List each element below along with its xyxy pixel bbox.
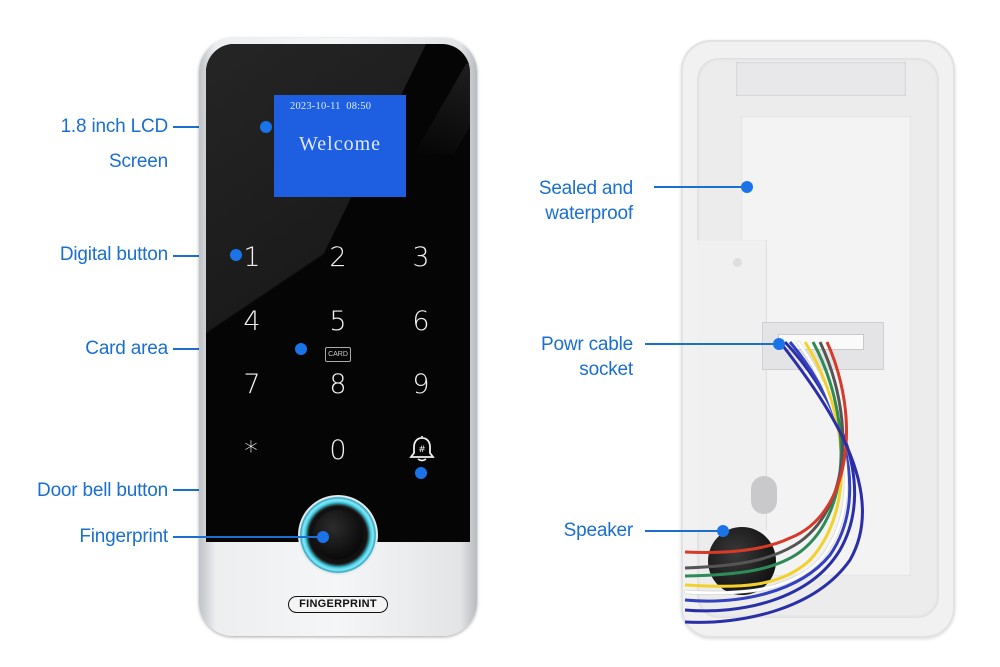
- doorbell-hash-key[interactable]: #: [408, 434, 436, 464]
- lcd-welcome-message: Welcome: [298, 133, 382, 155]
- back-top-clip: [736, 62, 906, 96]
- lcd-datetime: 2023-10-11 08:50: [290, 101, 372, 112]
- key-9[interactable]: 9: [412, 369, 430, 400]
- callout-lcd-line2: Screen: [108, 151, 168, 172]
- key-2[interactable]: 2: [329, 242, 347, 273]
- callout-power-socket-leader: [645, 343, 778, 345]
- callout-fingerprint: Fingerprint: [79, 526, 168, 547]
- bell-icon: #: [409, 436, 435, 462]
- screw-hole: [733, 258, 742, 267]
- callout-lcd-dot: [260, 121, 272, 133]
- callout-sealed-dot: [741, 181, 753, 193]
- callout-speaker: Speaker: [563, 520, 634, 541]
- callout-speaker-leader: [645, 530, 723, 532]
- callout-speaker-dot: [717, 525, 729, 537]
- key-6[interactable]: 6: [412, 306, 430, 337]
- card-reader-badge: CARD: [325, 347, 351, 362]
- key-3[interactable]: 3: [412, 242, 430, 273]
- callout-door-bell: Door bell button: [37, 480, 168, 501]
- callout-lcd-line1: 1.8 inch LCD: [60, 116, 169, 137]
- callout-fingerprint-leader: [173, 536, 323, 538]
- callout-digital-button-dot: [230, 249, 242, 261]
- callout-card-area-dot: [295, 343, 307, 355]
- callout-sealed-line2: waterproof: [545, 203, 633, 224]
- callout-power-socket-line2: socket: [579, 359, 633, 380]
- key-0[interactable]: 0: [329, 435, 347, 466]
- callout-card-area: Card area: [85, 338, 168, 359]
- cable-wires: [684, 340, 864, 624]
- callout-fingerprint-dot: [317, 531, 329, 543]
- key-8[interactable]: 8: [329, 369, 347, 400]
- fingerprint-label-badge: FINGERPRINT: [288, 596, 388, 613]
- key-star[interactable]: *: [244, 436, 258, 467]
- key-7[interactable]: 7: [243, 369, 261, 400]
- callout-sealed-line1: Sealed and: [538, 178, 633, 199]
- key-5[interactable]: 5: [329, 306, 347, 337]
- key-1[interactable]: 1: [243, 242, 261, 273]
- callout-digital-button: Digital button: [59, 244, 168, 265]
- callout-power-socket-dot: [773, 338, 785, 350]
- callout-sealed-leader: [654, 186, 747, 188]
- fingerprint-sensor[interactable]: [298, 495, 378, 575]
- mount-slot: [751, 476, 777, 514]
- lcd-screen: 2023-10-11 08:50 Welcome: [274, 95, 406, 197]
- svg-text:#: #: [418, 445, 426, 455]
- callout-power-socket-line1: Powr cable: [541, 334, 633, 355]
- callout-door-bell-dot: [415, 467, 427, 479]
- key-4[interactable]: 4: [243, 306, 261, 337]
